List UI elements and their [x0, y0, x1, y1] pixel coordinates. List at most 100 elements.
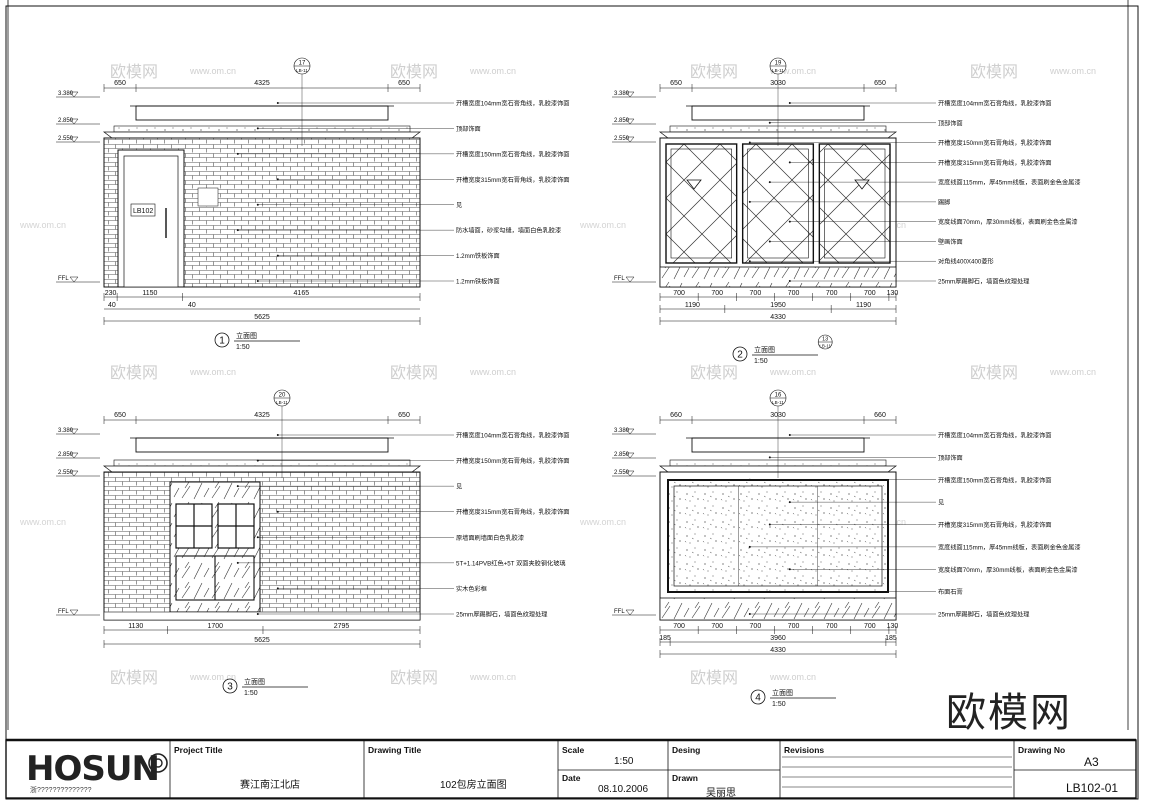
wall-sconce-icon: [686, 179, 702, 190]
dim-bottom-value: 700: [673, 290, 685, 297]
drawn-label: Drawn: [672, 773, 698, 783]
date-value: 08.10.2006: [598, 784, 649, 795]
view-scale: 1:50: [236, 344, 250, 351]
watermark-site: www.om.cn: [189, 367, 236, 377]
note-leader-dot: [748, 200, 751, 203]
annotation-note: 见: [938, 500, 944, 507]
note-leader-dot: [748, 260, 751, 263]
dim-total-value: 4330: [770, 647, 786, 654]
diamond-panel: [818, 143, 891, 264]
ceiling-cornice: [135, 105, 389, 121]
project-title: 赛江南江北店: [240, 780, 300, 791]
watermark-site: www.om.cn: [769, 672, 816, 682]
note-leader-dot: [748, 478, 751, 481]
watermark-brand: 欧模网: [110, 669, 158, 687]
note-leader-dot: [276, 587, 279, 590]
watermark-site: www.om.cn: [469, 367, 516, 377]
note-leader-dot: [788, 501, 791, 504]
annotation-note: 开槽宽度104mm宽石膏角线，乳胶漆饰面: [456, 432, 569, 440]
view-number: 3: [227, 682, 233, 693]
note-leader-dot: [256, 203, 259, 206]
view-title: 立面图: [236, 331, 257, 340]
note-leader-dot: [236, 229, 239, 232]
logo-badge-core: [153, 758, 163, 768]
level-marker-icon: [69, 118, 79, 125]
watermark-brand: 欧模网: [970, 364, 1018, 382]
level-marker-icon: [625, 276, 635, 283]
dim-bottom2-value: 3960: [770, 635, 786, 642]
note-leader-dot: [768, 523, 771, 526]
watermark-brand: 欧模网: [390, 63, 438, 81]
section-ref-sheet: LB-11: [772, 68, 784, 73]
level-label: 2.550: [614, 136, 630, 142]
date-label: Date: [562, 773, 581, 783]
annotation-note: 开槽宽度150mm宽石膏角线，乳胶漆饰面: [456, 150, 569, 158]
view-scale: 1:50: [754, 358, 768, 365]
annotation-note: 实木色彩框: [456, 585, 487, 593]
note-leader-dot: [748, 545, 751, 548]
section-ref-sheet: LB-11: [819, 344, 831, 349]
dim-bottom2-value: 40: [188, 302, 196, 309]
note-leader-dot: [236, 561, 239, 564]
annotation-note: 见: [456, 484, 462, 491]
dim-top-value: 650: [114, 80, 126, 87]
annotation-note: 宽度线面70mm，厚30mm线板，表面刷金色金属漆: [938, 218, 1078, 226]
level-label: 2.550: [614, 470, 630, 476]
annotation-note: 开槽宽度150mm宽石膏角线，乳胶漆饰面: [456, 457, 569, 465]
note-leader-dot: [768, 456, 771, 459]
watermark-site: www.om.cn: [769, 66, 816, 76]
note-leader-dot: [256, 280, 259, 282]
door-leaf: [123, 155, 179, 288]
crown-molding-band: [113, 459, 411, 467]
hosun-logo: HOSUN: [26, 749, 160, 789]
level-label: 2.550: [58, 136, 74, 142]
level-label: FFL: [614, 609, 625, 615]
note-leader-dot: [276, 254, 279, 257]
annotation-note: 1.2mm铁板饰面: [456, 278, 500, 286]
annotation-note: 原墙面刷墙面白色乳胶漆: [456, 534, 524, 542]
level-label: FFL: [614, 276, 625, 282]
dim-top-value: 650: [670, 80, 682, 87]
watermark-site: www.om.cn: [189, 672, 236, 682]
watermark-site: www.om.cn: [19, 517, 66, 527]
view-number-circle: [214, 332, 230, 348]
annotation-note: 开槽宽度150mm宽石膏角线，乳胶漆饰面: [938, 476, 1051, 484]
watermark-brand: 欧模网: [110, 63, 158, 81]
design-label: Desing: [672, 745, 701, 755]
annotation-note: 顶部饰面: [938, 119, 963, 127]
dim-bottom-value: 1700: [207, 623, 223, 630]
annotation-note: 开槽宽度150mm宽石膏角线，乳胶漆饰面: [938, 139, 1051, 147]
note-leader-dot: [768, 181, 771, 184]
dim-top-value: 660: [874, 412, 886, 419]
level-label: FFL: [58, 276, 69, 282]
level-marker-icon: [625, 428, 635, 435]
level-label: 2.550: [58, 470, 74, 476]
drawing-number: LB102-01: [1066, 781, 1119, 795]
level-label: 3.380: [614, 91, 630, 97]
note-leader-dot: [748, 141, 751, 144]
dim-bottom-value: 1130: [128, 623, 143, 630]
dim-bottom-value: 130: [887, 623, 899, 630]
dim-bottom-value: 700: [711, 290, 723, 297]
dim-bottom-value: 700: [750, 623, 762, 630]
project-title-label: Project Title: [174, 745, 223, 755]
annotation-note: 5T+1.14PVB红色+5T 双面夹胶钢化玻璃: [456, 559, 566, 567]
level-marker-icon: [625, 470, 635, 477]
dim-bottom-value: 2795: [334, 623, 350, 630]
scale-label: Scale: [562, 745, 585, 755]
dim-bottom-value: 700: [788, 623, 800, 630]
dim-bottom-value: 130: [887, 290, 899, 297]
section-ref-number: 16: [775, 393, 782, 399]
revisions-label: Revisions: [784, 745, 825, 755]
dim-bottom2-value: 40: [108, 302, 116, 309]
ceiling-cornice: [135, 437, 389, 453]
annotation-note: 防水墙面，砂浆勾缝，墙面白色乳胶漆: [456, 227, 561, 235]
level-label: FFL: [58, 609, 69, 615]
annotation-note: 宽度线面115mm，厚45mm线板，表面刷金色金属漆: [938, 543, 1081, 551]
level-marker-icon: [625, 91, 635, 98]
note-leader-dot: [276, 102, 279, 104]
